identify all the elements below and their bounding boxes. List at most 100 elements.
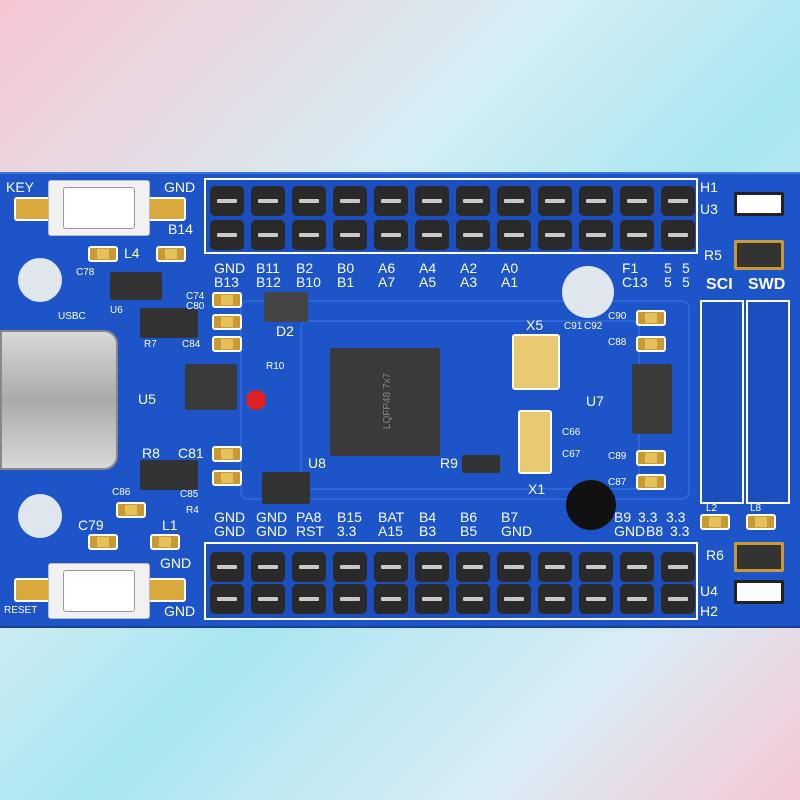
header-pin — [333, 220, 367, 250]
pin-label: RST — [296, 523, 324, 539]
ref-b14: B14 — [168, 221, 193, 237]
header-pin — [415, 220, 449, 250]
capacitor — [636, 310, 666, 326]
u3-led — [734, 192, 784, 216]
ref-u3: U3 — [700, 201, 718, 217]
ref-c91: C91 — [564, 321, 583, 332]
capacitor — [116, 502, 146, 518]
ref-x5: X5 — [526, 317, 544, 333]
header-pin — [251, 186, 285, 216]
ref-u4: U4 — [700, 583, 718, 599]
header-pin — [251, 552, 285, 582]
pin-label: B10 — [296, 274, 321, 290]
pin-label: B7 — [501, 509, 519, 525]
capacitor — [636, 336, 666, 352]
ref-gnd_l1: GND — [160, 555, 192, 571]
header-pin — [620, 552, 654, 582]
ref-c78: C78 — [76, 267, 95, 278]
header-pin — [497, 220, 531, 250]
ref-c88: C88 — [608, 337, 627, 348]
u5-regulator — [185, 364, 237, 410]
ref-c67: C67 — [562, 449, 581, 460]
ref-l8: L8 — [750, 503, 762, 514]
ref-r9: R9 — [440, 455, 458, 471]
header-pin — [333, 186, 367, 216]
header-pin — [661, 220, 695, 250]
header-pin — [415, 186, 449, 216]
header-pin — [374, 186, 408, 216]
u4-led — [734, 580, 784, 604]
header-pin — [374, 552, 408, 582]
capacitor — [212, 336, 242, 352]
ref-c66: C66 — [562, 427, 581, 438]
mounting-hole — [18, 258, 62, 302]
ref-r6: R6 — [706, 547, 724, 563]
ref-u7: U7 — [586, 393, 604, 409]
header-pin — [538, 584, 572, 614]
trace — [240, 300, 690, 500]
pin-label: GND — [501, 523, 533, 539]
ref-c81: C81 — [178, 445, 204, 461]
r8-resistor — [140, 460, 198, 490]
top-pin-header — [204, 178, 698, 254]
led-indicator — [246, 390, 266, 410]
pin-label: B3 — [419, 523, 437, 539]
key-button[interactable] — [48, 180, 150, 236]
pin-label: B0 — [337, 260, 355, 276]
ref-u8: U8 — [308, 455, 326, 471]
ref-r8: R8 — [142, 445, 160, 461]
pin-label: B1 — [337, 274, 355, 290]
header-pin — [292, 584, 326, 614]
pin-label: A6 — [378, 260, 396, 276]
capacitor — [156, 246, 186, 262]
ref-c87: C87 — [608, 477, 627, 488]
ref-c80: C80 — [186, 301, 205, 312]
pin-label: GND — [214, 509, 246, 525]
header-pin — [579, 584, 613, 614]
pin-label: BAT — [378, 509, 405, 525]
ref-u6: U6 — [110, 305, 123, 316]
pin-label: B2 — [296, 260, 314, 276]
header-pin — [620, 186, 654, 216]
reset-button[interactable] — [48, 563, 150, 619]
pad — [14, 578, 54, 602]
pin-label: A1 — [501, 274, 519, 290]
ref-c89: C89 — [608, 451, 627, 462]
header-pin — [497, 584, 531, 614]
header-pin — [415, 552, 449, 582]
r5-resistor — [734, 240, 784, 270]
header-pin — [538, 186, 572, 216]
pin-label: 3.3 — [670, 523, 690, 539]
x5-crystal — [512, 334, 560, 390]
header-pin — [456, 584, 490, 614]
mcu-marking: LQFP48 7x7 — [382, 372, 394, 430]
usb-c-connector[interactable] — [0, 330, 118, 470]
pin-label: 5 — [682, 260, 690, 276]
ref-l4: L4 — [124, 245, 140, 261]
header-pin — [210, 220, 244, 250]
ref-x1: X1 — [528, 481, 546, 497]
pad — [146, 578, 186, 602]
ref-c86: C86 — [112, 487, 131, 498]
header-pin — [374, 220, 408, 250]
header-pin — [497, 186, 531, 216]
u7-regulator — [632, 364, 672, 434]
header-pin — [333, 552, 367, 582]
ref-reset: RESET — [4, 605, 38, 616]
pin-label: A4 — [419, 260, 437, 276]
pin-label: B12 — [256, 274, 281, 290]
swd-header — [746, 300, 790, 504]
ref-u5: U5 — [138, 391, 156, 407]
ref-key: KEY — [6, 179, 35, 195]
ref-h2: H2 — [700, 603, 718, 619]
capacitor — [150, 534, 180, 550]
pin-label: B13 — [214, 274, 239, 290]
ref-c79: C79 — [78, 517, 104, 533]
pin-label: 5 — [664, 274, 672, 290]
pin-label: B11 — [256, 260, 280, 276]
ref-gnd_top: GND — [164, 179, 196, 195]
d2-chip — [264, 292, 308, 322]
ref-r5: R5 — [704, 247, 722, 263]
header-pin — [292, 220, 326, 250]
pin-label: PA8 — [296, 509, 322, 525]
